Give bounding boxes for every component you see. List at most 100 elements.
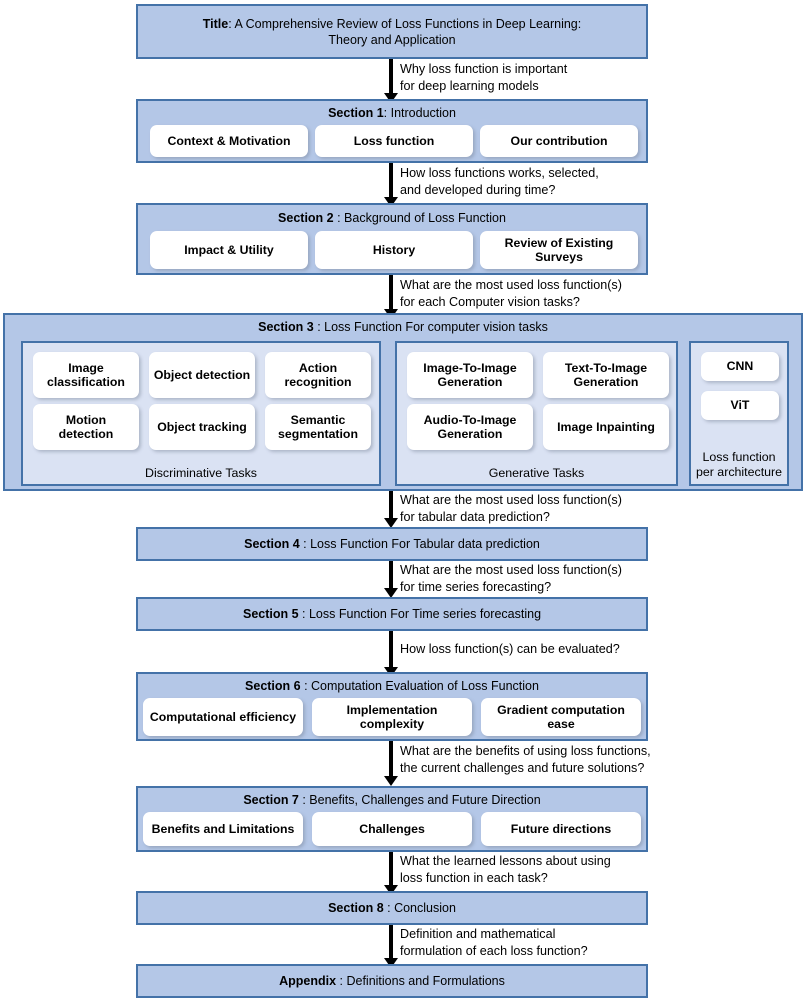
arrow-s8-to-appendix [384,925,398,968]
section-5-title-rest: : Loss Function For Time series forecast… [302,607,542,621]
chip-review-existing-surveys[interactable]: Review of Existing Surveys [480,231,638,269]
chip-benefits-and-limitations[interactable]: Benefits and Limitations [143,812,303,846]
arrow-s3-to-s4 [384,491,398,528]
chip-gradient-computation-ease[interactable]: Gradient computation ease [481,698,641,736]
appendix-title-rest: : Definitions and Formulations [336,974,505,988]
arrow-label-s6-to-s7: What are the benefits of using loss func… [400,743,651,776]
discriminative-tasks-caption: Discriminative Tasks [145,466,257,480]
section-2-title-rest: : Background of Loss Function [333,211,506,225]
section-6-box: Section 6 : Computation Evaluation of Lo… [136,672,648,741]
title-rest: : A Comprehensive Review of Loss Functio… [228,16,582,31]
generative-row-1: Image-To-Image Generation Text-To-Image … [407,352,669,398]
arrow-s6-to-s7 [384,741,398,786]
appendix-title-bold: Appendix [279,974,337,988]
section-7-title-bold: Section 7 [243,793,299,807]
section-3-title-rest: : Loss Function For computer vision task… [313,320,548,334]
arrow-label-line2: loss function in each task? [400,870,548,885]
chip-future-directions[interactable]: Future directions [481,812,641,846]
chip-computational-efficiency[interactable]: Computational efficiency [143,698,303,736]
arrow-label-s5-to-s6: How loss function(s) can be evaluated? [400,641,620,658]
arrow-label-line1: What the learned lessons about using [400,854,611,868]
section-3-box: Section 3 : Loss Function For computer v… [3,313,803,491]
arrow-label-line1: What are the most used loss function(s) [400,563,622,577]
section-4-title-bold: Section 4 [244,537,304,551]
arrow-label-line1: What are the most used loss function(s) [400,278,622,292]
chip-object-tracking[interactable]: Object tracking [149,404,255,450]
section-8-title: Section 8 : Conclusion [328,900,456,916]
chip-image-to-image-generation[interactable]: Image-To-Image Generation [407,352,533,398]
chip-text-to-image-generation[interactable]: Text-To-Image Generation [543,352,669,398]
title-line2: Theory and Application [328,32,456,47]
arrow-label-line2: formulation of each loss function? [400,943,588,958]
discriminative-row-1: Image classification Object detection Ac… [33,352,371,398]
section-7-box: Section 7 : Benefits, Challenges and Fut… [136,786,648,852]
section-3-title-bold: Section 3 [258,320,314,334]
chip-audio-to-image-generation[interactable]: Audio-To-Image Generation [407,404,533,450]
section-1-title-rest: : Introduction [383,106,456,120]
section-2-title-bold: Section 2 [278,211,334,225]
chip-challenges[interactable]: Challenges [312,812,472,846]
arrow-s5-to-s6 [384,631,398,677]
section-6-title-bold: Section 6 [245,679,301,693]
chip-implementation-complexity[interactable]: Implementation complexity [312,698,472,736]
arrow-s1-to-s2 [384,163,398,207]
chip-loss-function[interactable]: Loss function [315,125,473,157]
title-text: Title: A Comprehensive Review of Loss Fu… [203,16,581,48]
chip-context-motivation[interactable]: Context & Motivation [150,125,308,157]
title-label: Title [202,16,229,31]
appendix-box: Appendix : Definitions and Formulations [136,964,648,998]
section-5-title: Section 5 : Loss Function For Time serie… [243,606,541,622]
arrow-label-s1-to-s2: How loss functions works, selected, and … [400,165,599,198]
chip-image-inpainting[interactable]: Image Inpainting [543,404,669,450]
section-6-title: Section 6 : Computation Evaluation of Lo… [138,678,646,694]
arrow-label-line1: What are the most used loss function(s) [400,493,622,507]
discriminative-row-2: Motion detection Object tracking Semanti… [33,404,371,450]
section-2-title: Section 2 : Background of Loss Function [138,210,646,226]
appendix-title: Appendix : Definitions and Formulations [279,973,505,989]
arrow-label-line1: Why loss function is important [400,62,568,76]
generative-tasks-caption: Generative Tasks [488,466,585,480]
section-8-title-bold: Section 8 [328,901,384,915]
arrow-label-line2: for tabular data prediction? [400,509,550,524]
arrow-label-line1: Definition and mathematical [400,927,556,941]
section-4-title-rest: : Loss Function For Tabular data predict… [303,537,540,551]
arrow-label-line1: How loss function(s) can be evaluated? [400,642,620,656]
arrow-title-to-s1 [384,59,398,103]
section-7-title: Section 7 : Benefits, Challenges and Fut… [138,792,646,808]
section-5-box: Section 5 : Loss Function For Time serie… [136,597,648,631]
chip-cnn[interactable]: CNN [701,352,779,381]
section-8-title-rest: : Conclusion [383,901,456,915]
section-7-chip-row: Benefits and Limitations Challenges Futu… [143,812,641,846]
section-6-title-rest: : Computation Evaluation of Loss Functio… [300,679,539,693]
section-5-title-bold: Section 5 [242,607,303,621]
chip-object-detection[interactable]: Object detection [149,352,255,398]
architecture-caption-line1: Loss function [702,450,776,464]
chip-impact-utility[interactable]: Impact & Utility [150,231,308,269]
section-2-chip-row: Impact & Utility History Review of Exist… [150,231,638,269]
chip-our-contribution[interactable]: Our contribution [480,125,638,157]
section-6-chip-row: Computational efficiency Implementation … [143,698,641,736]
architecture-caption-line2: per architecture [695,465,783,479]
generative-row-2: Audio-To-Image Generation Image Inpainti… [407,404,669,450]
arrow-label-line2: the current challenges and future soluti… [400,760,645,775]
section-1-title-bold: Section 1 [328,106,384,120]
chip-motion-detection[interactable]: Motion detection [33,404,139,450]
chip-image-classification[interactable]: Image classification [33,352,139,398]
chip-action-recognition[interactable]: Action recognition [265,352,371,398]
generative-tasks-panel: Image-To-Image Generation Text-To-Image … [395,341,678,486]
section-8-box: Section 8 : Conclusion [136,891,648,925]
section-2-box: Section 2 : Background of Loss Function … [136,203,648,275]
section-4-title: Section 4 : Loss Function For Tabular da… [244,536,540,552]
section-1-title: Section 1: Introduction [138,105,646,121]
arrow-label-line2: and developed during time? [400,182,556,197]
title-box: Title: A Comprehensive Review of Loss Fu… [136,4,648,59]
arrow-s7-to-s8 [384,852,398,895]
arrow-label-line2: for time series forecasting? [400,579,552,594]
architecture-panel: CNN ViT Loss function per architecture [689,341,789,486]
arrow-s2-to-s3 [384,275,398,319]
chip-semantic-segmentation[interactable]: Semantic segmentation [265,404,371,450]
arrow-label-line2: for deep learning models [400,78,539,93]
chip-vit[interactable]: ViT [701,391,779,420]
chip-history[interactable]: History [315,231,473,269]
discriminative-tasks-panel: Image classification Object detection Ac… [21,341,381,486]
